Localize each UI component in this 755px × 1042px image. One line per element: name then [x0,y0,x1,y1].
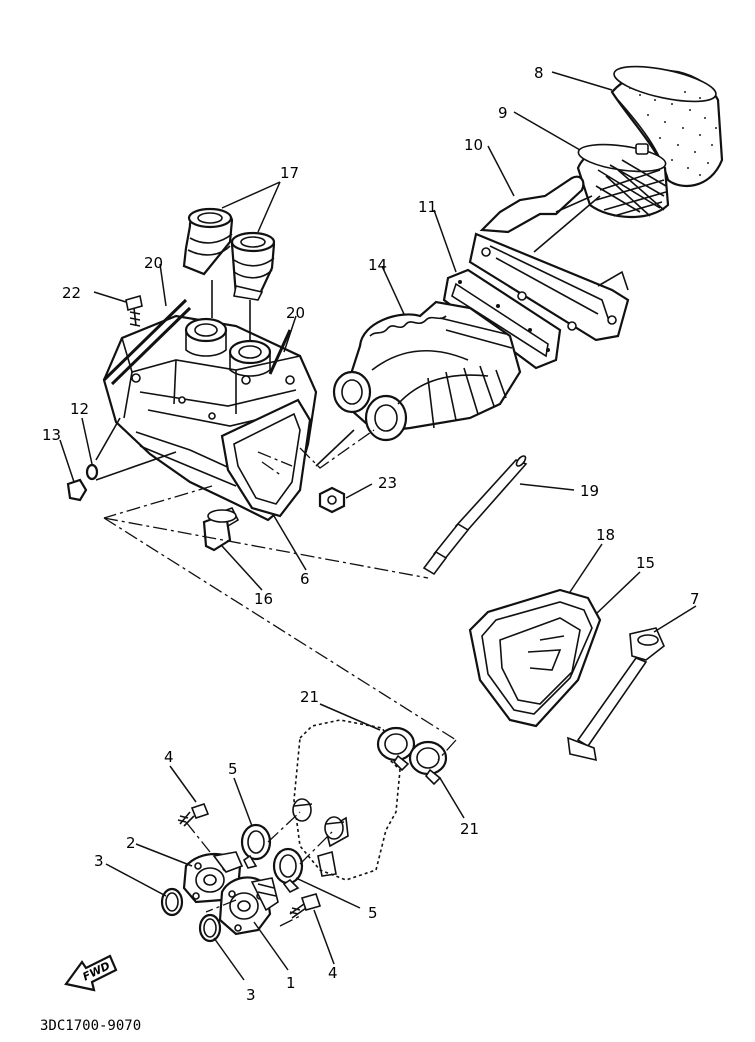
part-11-gasket [442,268,562,370]
part-5-clamp-left [240,823,272,869]
callout-17: 17 [280,164,299,182]
part-7-strap [567,627,665,762]
part-17-intake-joints [182,207,276,301]
leader-lines [59,71,697,981]
callout-10: 10 [464,136,483,154]
part-4-bolt-upper [177,803,210,827]
part-15-air-box-cover [499,617,581,705]
part-3-o-ring-upper [160,887,184,917]
callout-11: 11 [418,198,437,216]
callout-19: 19 [580,482,599,500]
fwd-arrow-icon: FWD [64,954,118,992]
callout-3-upper: 3 [94,852,104,870]
callout-2: 2 [126,834,136,852]
callout-6: 6 [300,570,310,588]
callout-15: 15 [636,554,655,572]
part-12-washer [85,463,99,481]
part-3-o-ring-lower [198,913,222,943]
callout-22: 22 [62,284,81,302]
air-box-body [102,298,318,522]
callout-4-upper: 4 [164,748,174,766]
callout-16: 16 [254,590,273,608]
callout-5-upper: 5 [228,760,238,778]
part-23-nut [318,486,346,514]
part-22-bolt [125,294,143,327]
part-9-filter-guide [576,143,670,219]
part-16-drain-plug [202,507,240,552]
part-4-bolt-lower [289,893,322,919]
callout-12: 12 [70,400,89,418]
callout-7: 7 [690,590,700,608]
callout-13: 13 [42,426,61,444]
callout-4-lower: 4 [328,964,338,982]
part-13-nut [66,478,88,502]
callout-14: 14 [368,256,387,274]
callout-18: 18 [596,526,615,544]
part-1-manifold [218,876,279,936]
part-10-filter-frame [468,175,630,342]
assembly-lines [95,195,601,927]
joint-stub-lower [324,816,345,840]
callout-21-upper: 21 [300,688,319,706]
part-14-intake-duct [332,300,522,442]
callout-9: 9 [498,104,508,122]
callout-20-left: 20 [144,254,163,272]
joint-stub-upper [292,798,313,822]
callout-1: 1 [286,974,296,992]
callout-20-right: 20 [286,304,305,322]
callout-5-lower: 5 [368,904,378,922]
callout-8: 8 [534,64,544,82]
callout-23: 23 [378,474,397,492]
callout-21-lower: 21 [460,820,479,838]
part-21-clamp-lower [408,740,448,786]
diagram-code: 3DC1700-9070 [40,1018,141,1034]
callout-3-lower: 3 [246,986,256,1004]
callouts: 8 9 10 11 14 17 20 20 22 12 13 23 19 6 1… [42,64,700,1004]
part-5-clamp-right [272,847,304,894]
part-21-clamp-upper [376,726,416,772]
part-19-drain-hose [422,455,528,576]
